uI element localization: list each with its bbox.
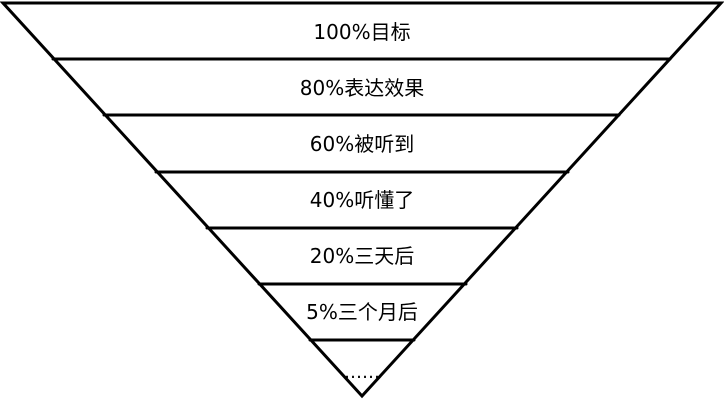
funnel-level-label: 60%被听到 xyxy=(310,132,414,156)
funnel-ellipsis: …… xyxy=(344,362,380,383)
funnel-level-label: 80%表达效果 xyxy=(300,76,424,100)
funnel-level-label: 5%三个月后 xyxy=(306,300,418,324)
funnel-level-label: 100%目标 xyxy=(313,20,410,44)
funnel-level-label: 20%三天后 xyxy=(310,244,414,268)
funnel-level-label: 40%听懂了 xyxy=(310,188,414,212)
